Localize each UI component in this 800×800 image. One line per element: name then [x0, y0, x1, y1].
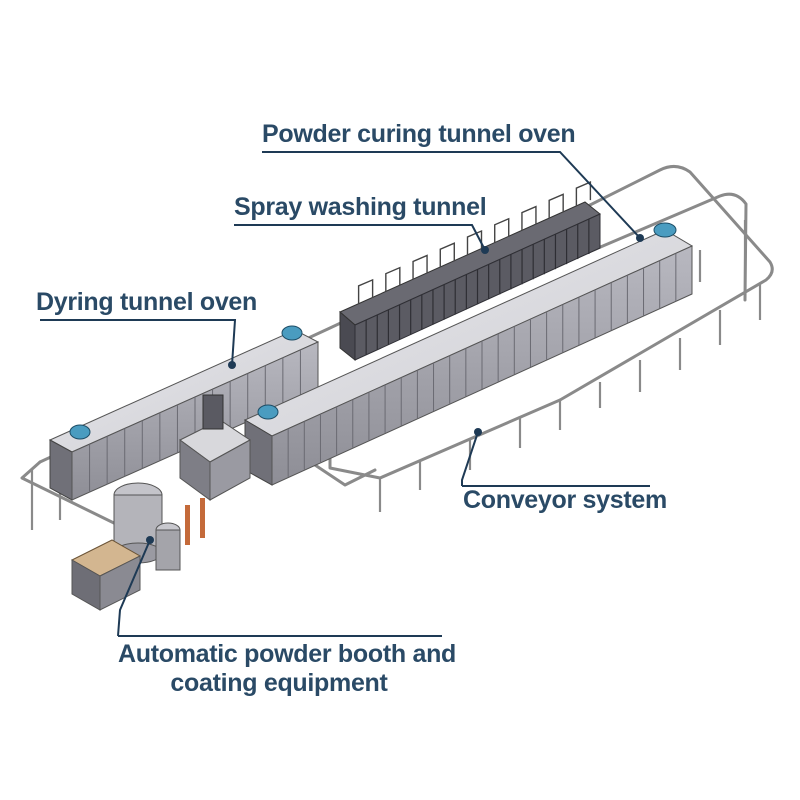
label-automatic-powder-booth: Automatic powder booth and coating equip…: [118, 640, 457, 698]
spray-frame: [521, 205, 537, 231]
label-drying-tunnel-oven: Dyring tunnel oven: [36, 288, 258, 316]
label-conveyor-system: Conveyor system: [463, 486, 667, 514]
spray-frame: [357, 278, 374, 304]
label-automatic-powder-booth-line1: Automatic powder booth and: [118, 640, 457, 668]
spray-washing-tunnel-body: [339, 181, 601, 362]
spray-frame: [575, 181, 592, 207]
leader-dots: [146, 234, 644, 544]
spray-frame: [494, 217, 510, 243]
drying-tunnel-oven-body: [48, 329, 320, 501]
spray-frame: [466, 229, 483, 255]
curing-tunnel-oven-body: [243, 229, 694, 486]
spray-frame: [385, 266, 401, 292]
label-spray-washing-tunnel: Spray washing tunnel: [234, 193, 487, 221]
spray-frame: [548, 193, 564, 219]
label-powder-curing-tunnel-oven: Powder curing tunnel oven: [262, 120, 576, 148]
leader-lines: [40, 151, 650, 637]
fan-icon: [69, 222, 677, 440]
spray-frame: [439, 242, 455, 268]
powder-booth-equipment: [70, 394, 251, 611]
label-automatic-powder-booth-line2: coating equipment: [170, 668, 388, 697]
spray-frame: [412, 254, 428, 280]
